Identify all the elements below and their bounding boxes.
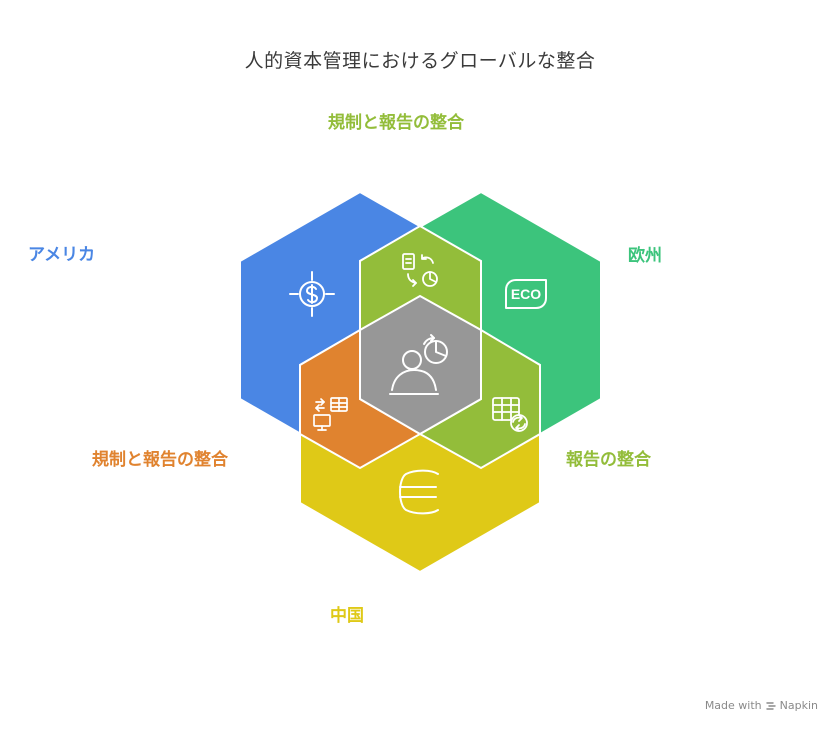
- label-china: 中国: [330, 606, 364, 626]
- label-america-china: 規制と報告の整合: [92, 450, 228, 470]
- diagram-title: 人的資本管理におけるグローバルな整合: [244, 50, 596, 72]
- monitor-table-icon: [313, 397, 348, 431]
- dollar-target-icon: [289, 271, 335, 317]
- label-europe-china: 報告の整合: [566, 450, 651, 470]
- person-chart-icon: [389, 334, 448, 395]
- footer-credit: Made with Napkin: [705, 699, 818, 712]
- napkin-logo-icon: [765, 701, 776, 710]
- euro-icon: [399, 469, 439, 515]
- label-america: アメリカ: [28, 245, 96, 265]
- eco-icon: ECO: [505, 279, 547, 309]
- brand-name: Napkin: [779, 699, 818, 712]
- svg-text:ECO: ECO: [511, 286, 541, 302]
- label-america-europe: 規制と報告の整合: [328, 113, 464, 133]
- document-chart-icon: [402, 253, 438, 287]
- label-europe: 欧州: [628, 246, 662, 266]
- spreadsheet-refresh-icon: [492, 397, 528, 432]
- made-with-text: Made with: [704, 699, 762, 712]
